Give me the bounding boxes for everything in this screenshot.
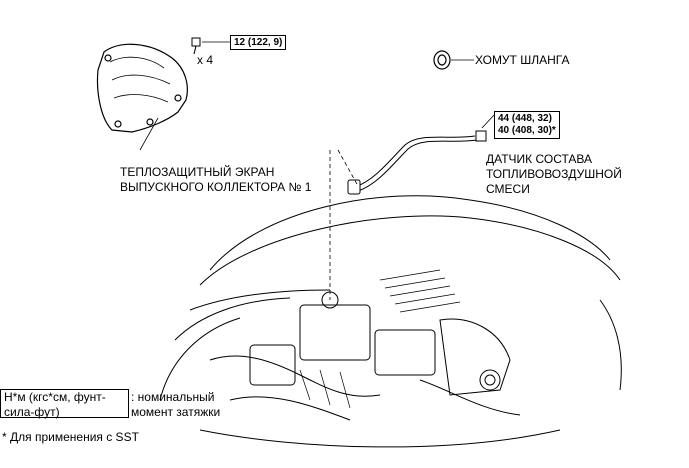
legend-footnote: * Для применения с SST [2, 430, 139, 444]
heat-shield-label-line1: ТЕПЛОЗАЩИТНЫЙ ЭКРАН [120, 165, 275, 179]
bolt-quantity-label: x 4 [197, 53, 214, 67]
af-sensor-label-line3: СМЕСИ [486, 182, 530, 196]
heat-shield-label-line2: ВЫПУСКНОГО КОЛЛЕКТОРА № 1 [120, 180, 312, 194]
legend-unit-line1: Н*м (кгс*см, фунт- [4, 390, 106, 404]
engine-bay-drawing [159, 195, 622, 448]
af-sensor-drawing [347, 130, 487, 195]
legend-description-line1: : номинальный [131, 390, 215, 404]
legend-description: : номинальный момент затяжки [131, 390, 220, 420]
sensor-torque-spec-2: 40 (408, 30)* [498, 125, 556, 136]
bolt-torque-spec: 12 (122, 9) [230, 35, 287, 50]
heat-shield-drawing [96, 43, 188, 133]
legend-description-line2: момент затяжки [131, 405, 221, 419]
sensor-torque-spec-1: 44 (448, 32) [498, 113, 552, 124]
heat-shield-leader [139, 117, 159, 151]
legend-unit-text: Н*м (кгс*см, фунт- сила-фут) [4, 390, 106, 420]
bolt-drawing [191, 37, 201, 55]
sensor-torque-spec: 44 (448, 32) 40 (408, 30)* [494, 111, 560, 139]
sensor-leader [481, 114, 495, 129]
hose-clamp-label: ХОМУТ ШЛАНГА [475, 53, 570, 67]
legend-torque-unit-box [0, 389, 129, 418]
hose-clamp-drawing [433, 50, 451, 70]
af-sensor-label-line2: ТОПЛИВОВОЗДУШНОЙ [486, 167, 622, 181]
af-sensor-label-line1: ДАТЧИК СОСТАВА [486, 152, 593, 166]
legend-unit-line2: сила-фут) [4, 405, 60, 419]
af-sensor-label: ДАТЧИК СОСТАВА ТОПЛИВОВОЗДУШНОЙ СМЕСИ [486, 152, 622, 197]
heat-shield-label: ТЕПЛОЗАЩИТНЫЙ ЭКРАН ВЫПУСКНОГО КОЛЛЕКТОР… [120, 165, 311, 195]
